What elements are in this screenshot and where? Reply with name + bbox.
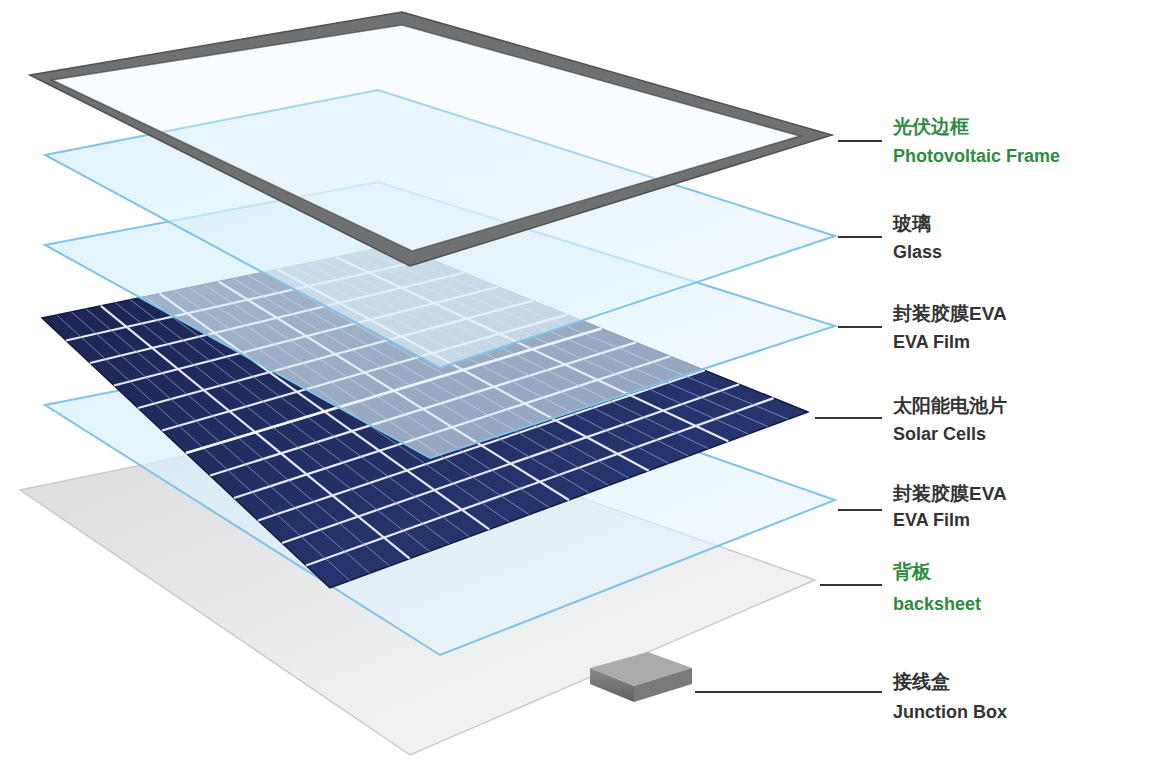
part-name-chinese: 封装胶膜EVA xyxy=(893,303,1007,325)
leader-lines xyxy=(695,141,882,692)
part-name-chinese: 背板 xyxy=(893,561,931,583)
part-name-english: EVA Film xyxy=(893,332,970,353)
junction-box xyxy=(590,652,692,702)
part-name-chinese: 光伏边框 xyxy=(893,116,969,138)
pv-frame xyxy=(30,12,832,266)
part-name-english: Photovoltaic Frame xyxy=(893,146,1060,167)
part-name-chinese: 接线盒 xyxy=(893,671,950,693)
part-name-chinese: 玻璃 xyxy=(893,213,931,235)
part-name-english: Junction Box xyxy=(893,702,1007,723)
part-name-english: Glass xyxy=(893,242,942,263)
part-name-chinese: 封装胶膜EVA xyxy=(893,483,1007,505)
part-name-english: backsheet xyxy=(893,594,981,615)
part-name-chinese: 太阳能电池片 xyxy=(893,395,1007,417)
part-name-english: EVA Film xyxy=(893,510,970,531)
part-name-english: Solar Cells xyxy=(893,424,986,445)
